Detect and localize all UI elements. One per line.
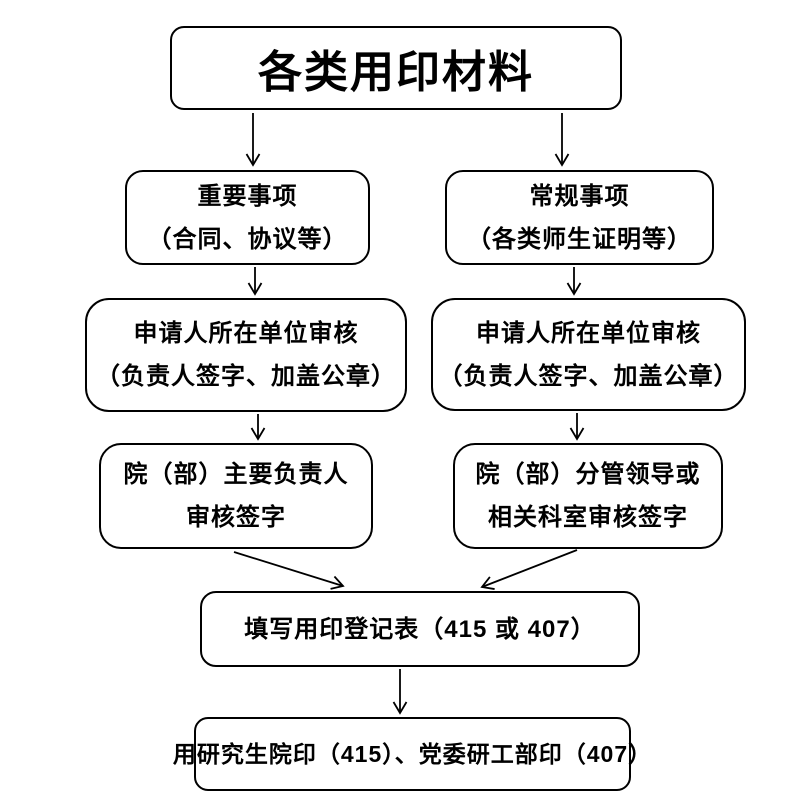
node-label-line2: （负责人签字、加盖公章） [96,363,396,390]
node-registration-form: 填写用印登记表（415 或 407） [200,591,640,667]
node-label-line1: 常规事项 [529,182,630,210]
node-label: 各类用印材料 [258,48,534,97]
arrow-dean-to-register [233,551,345,590]
node-label-line2: （合同、协议等） [147,225,348,253]
node-label: 用研究生院印（415）、党委研工部印（407） [172,740,653,767]
node-dean-sign: 院（部）主要负责人 审核签字 [99,443,373,549]
node-label-line2: 相关科室审核签字 [488,504,688,531]
node-routine-matters: 常规事项 （各类师生证明等） [445,170,714,265]
node-unit-review-important: 申请人所在单位审核 （负责人签字、加盖公章） [85,298,407,412]
node-label-line1: 申请人所在单位审核 [476,319,701,347]
node-label-line1: 院（部）主要负责人 [123,461,349,488]
node-leader-sign: 院（部）分管领导或 相关科室审核签字 [453,443,723,549]
node-label-line1: 申请人所在单位审核 [133,320,359,347]
node-label-line1: 院（部）分管领导或 [475,461,701,488]
arrow-leader-to-register [480,549,578,590]
node-label-line2: 审核签字 [186,504,286,531]
node-seal-use: 用研究生院印（415）、党委研工部印（407） [173,717,651,791]
node-label-line1: 重要事项 [197,182,298,210]
node-source-materials: 各类用印材料 [170,26,622,110]
node-label-line2: （负责人签字、加盖公章） [438,362,739,390]
node-label: 填写用印登记表（415 或 407） [244,615,596,643]
node-label-line2: （各类师生证明等） [467,225,692,253]
node-important-matters: 重要事项 （合同、协议等） [125,170,370,265]
node-unit-review-routine: 申请人所在单位审核 （负责人签字、加盖公章） [431,298,746,411]
